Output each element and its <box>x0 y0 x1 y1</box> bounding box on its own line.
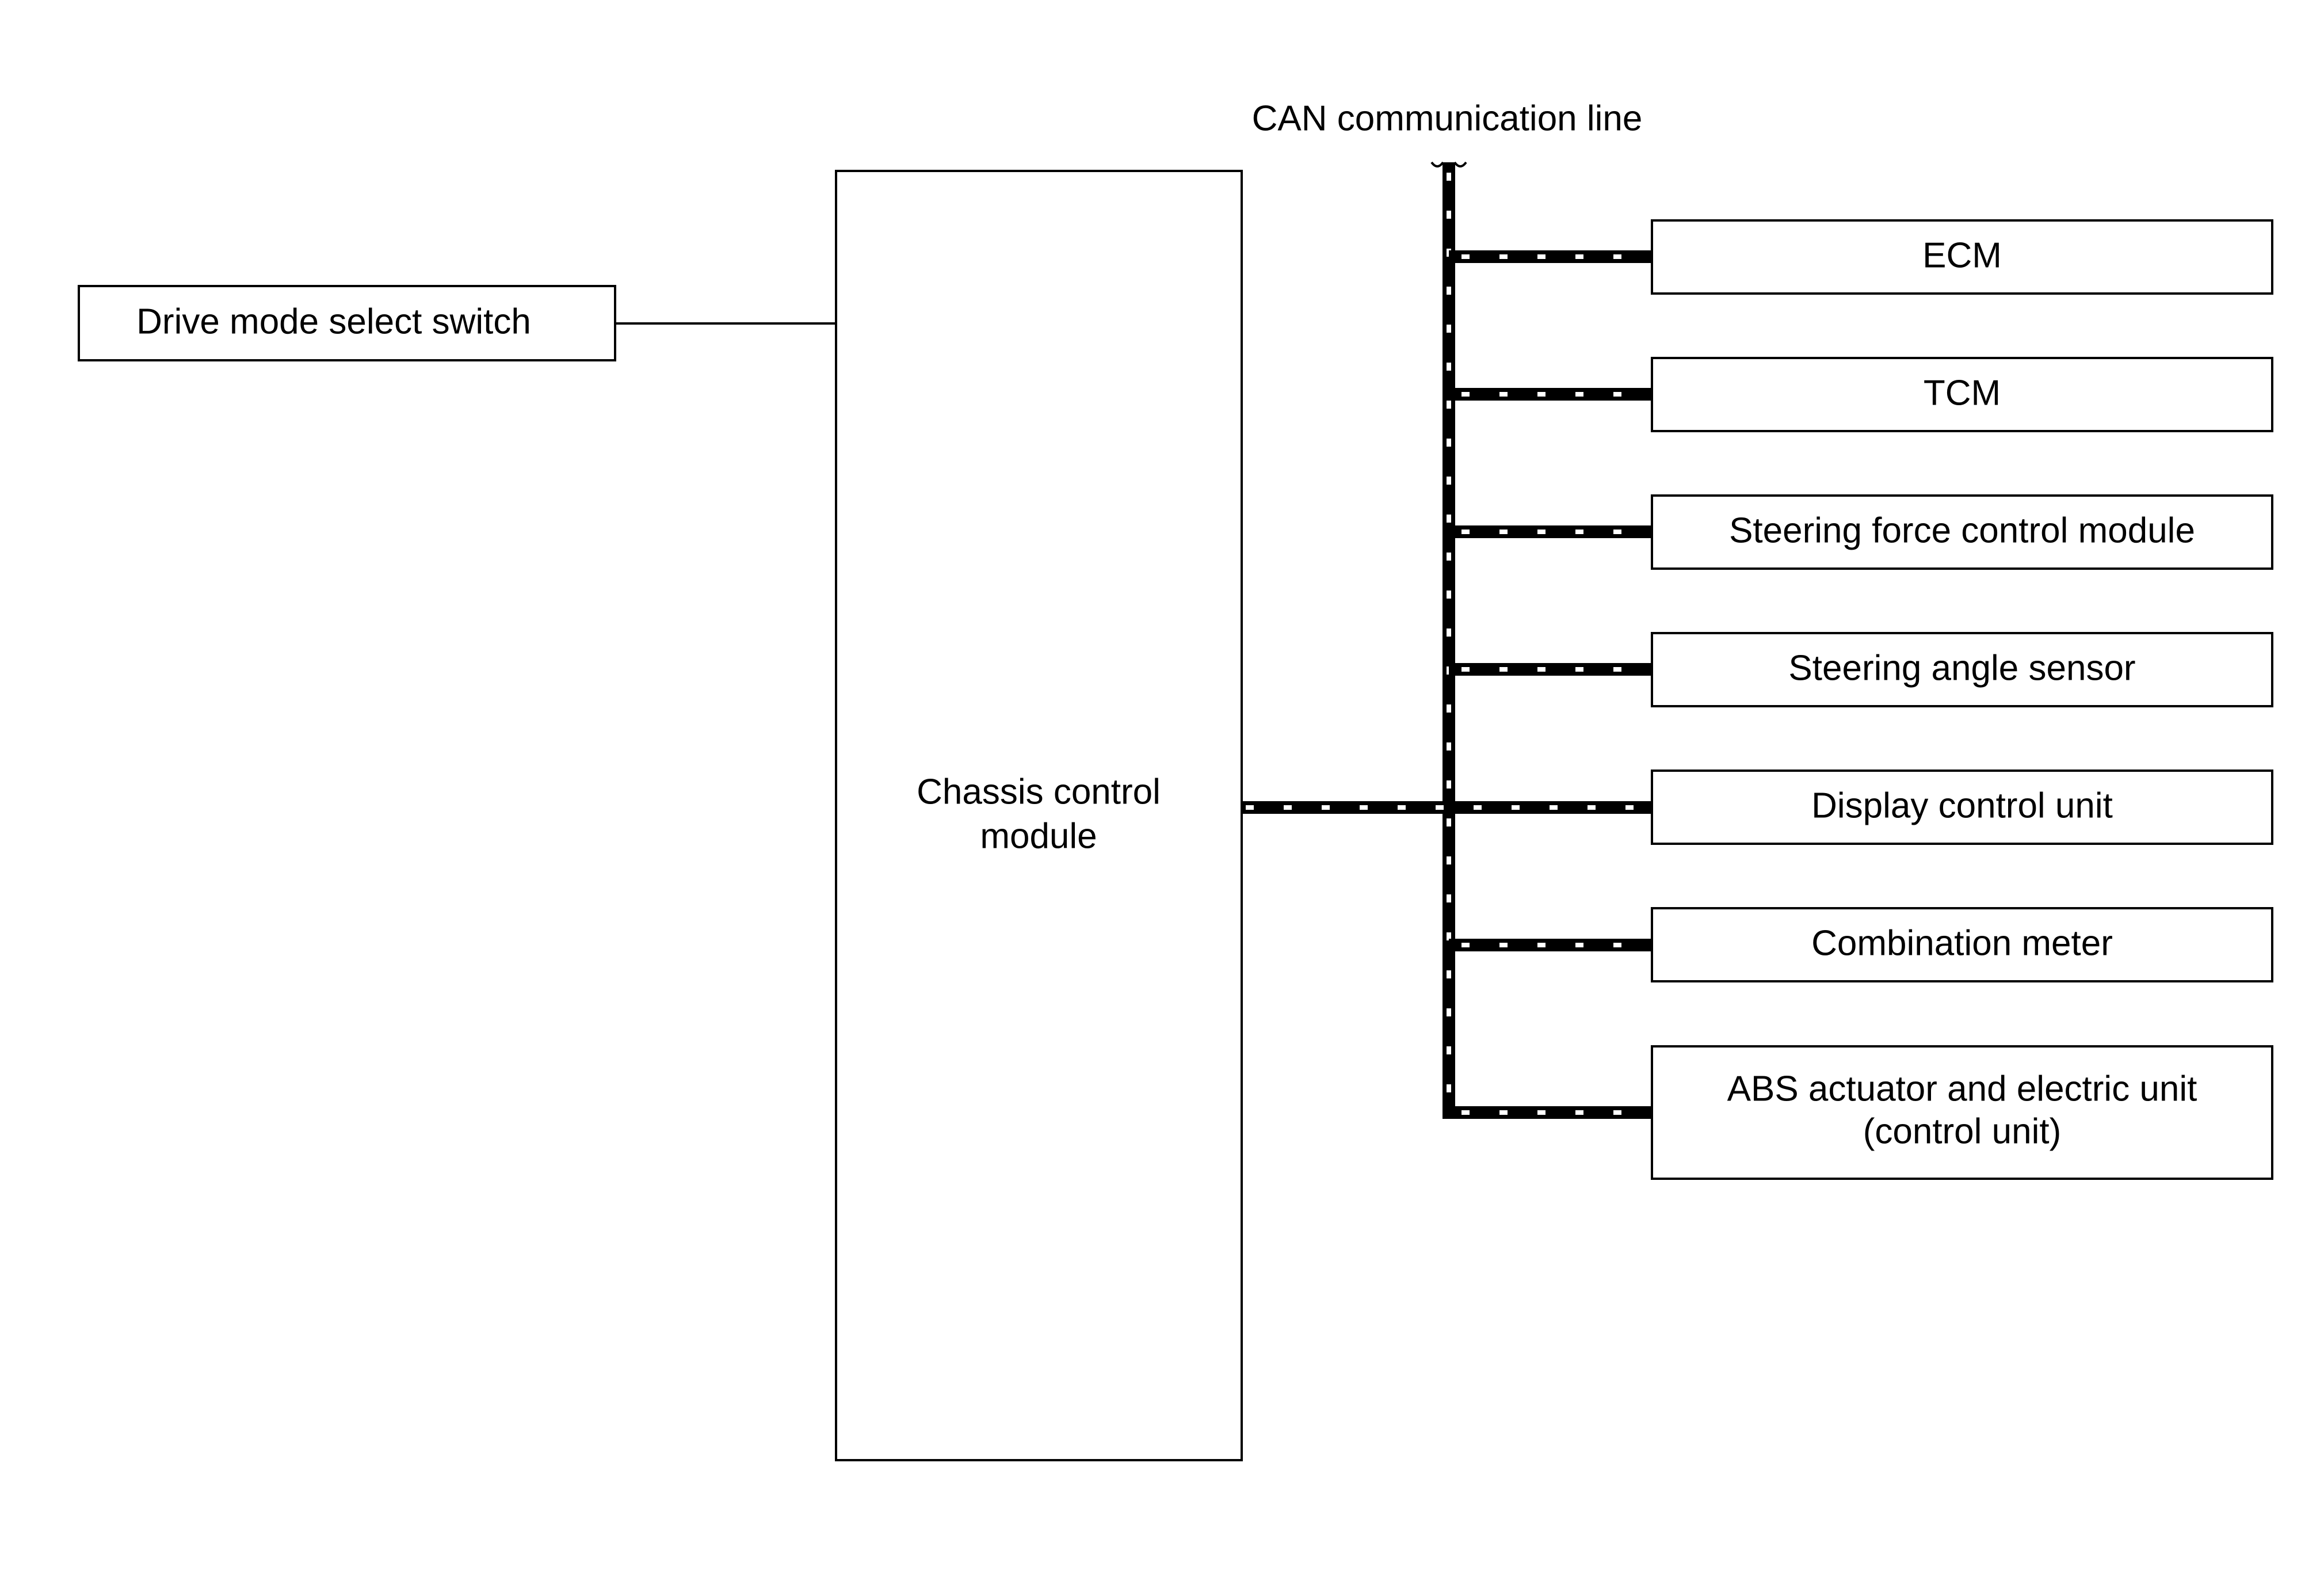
drive-mode-select-switch-label: Drive mode select switch <box>136 302 531 341</box>
drive-mode-select-switch: Drive mode select switch <box>78 285 616 361</box>
module-steering-angle-sensor: Steering angle sensor <box>1651 632 2273 707</box>
module-display-control-unit-label: Display control unit <box>1811 786 2113 825</box>
chassis-control-module: Chassis control module <box>835 170 1243 1461</box>
module-tcm: TCM <box>1651 357 2273 432</box>
bus-terminal-mark <box>1453 161 1467 167</box>
module-abs-actuator-label-line2: (control unit) <box>1863 1111 2062 1151</box>
module-abs-actuator-label-line1: ABS actuator and electric unit <box>1727 1069 2197 1109</box>
module-combination-meter: Combination meter <box>1651 907 2273 982</box>
module-steering-force-control-label: Steering force control module <box>1729 511 2195 550</box>
bus-terminal-mark <box>1430 161 1444 167</box>
module-steering-angle-sensor-label: Steering angle sensor <box>1788 648 2135 688</box>
module-combination-meter-label: Combination meter <box>1811 923 2113 963</box>
module-ecm: ECM <box>1651 219 2273 295</box>
module-abs-actuator: ABS actuator and electric unit (control … <box>1651 1045 2273 1180</box>
module-tcm-label: TCM <box>1924 373 2001 413</box>
module-ecm-label: ECM <box>1922 235 2002 275</box>
module-steering-force-control: Steering force control module <box>1651 494 2273 570</box>
chassis-control-module-label-line2: module <box>980 816 1097 856</box>
chassis-control-module-label-line1: Chassis control <box>917 772 1161 812</box>
can-bus-label: CAN communication line <box>1252 98 1643 138</box>
module-display-control-unit: Display control unit <box>1651 770 2273 845</box>
